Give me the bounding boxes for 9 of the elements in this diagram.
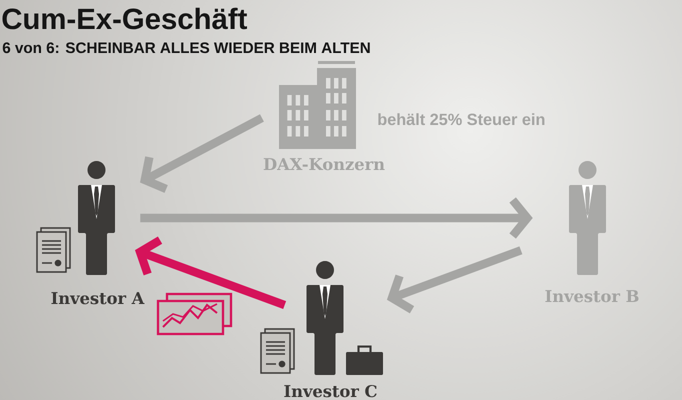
node-label: DAX-Konzern (264, 158, 385, 170)
arrow (134, 236, 286, 309)
arrow (140, 114, 264, 193)
arrow (386, 246, 522, 314)
note-text: behält 25% Steuer ein (378, 113, 544, 126)
node-label: Investor C (284, 384, 377, 398)
title: Cum-Ex-Geschäft (2, 8, 248, 30)
node-label: Investor A (51, 292, 144, 304)
arrow (140, 197, 533, 239)
